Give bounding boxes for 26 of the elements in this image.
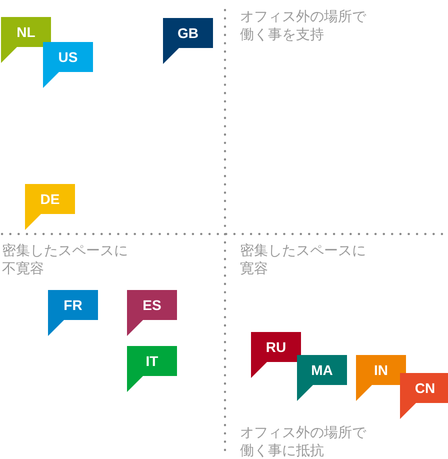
country-code: MA [310,361,334,380]
country-code: NL [16,23,36,42]
country-code: FR [62,296,84,315]
speech-bubble [25,184,75,230]
country-code: IT [144,352,160,371]
speech-bubble [48,290,98,336]
speech-bubble [1,17,51,63]
speech-bubble [251,332,301,378]
quadrant-label: オフィス外の場所で働く事を支持 [240,8,368,44]
country-code: CN [414,379,436,398]
country-code: ES [142,296,162,315]
country-code: RU [264,338,288,357]
speech-bubble [297,355,347,401]
quadrant-label: 密集したスペースに寛容 [240,242,366,278]
country-code: US [57,48,79,67]
country-code: DE [39,190,61,209]
speech-bubble [356,355,406,401]
country-code: IN [373,361,389,380]
speech-bubble [400,373,448,419]
speech-bubble [163,18,213,64]
speech-bubble [127,290,177,336]
country-code: GB [176,24,200,43]
speech-bubble [43,42,93,88]
speech-bubble [127,346,177,392]
quadrant-label: オフィス外の場所で働く事に抵抗 [240,424,368,459]
quadrant-label: 密集したスペースに不寛容 [2,242,128,278]
